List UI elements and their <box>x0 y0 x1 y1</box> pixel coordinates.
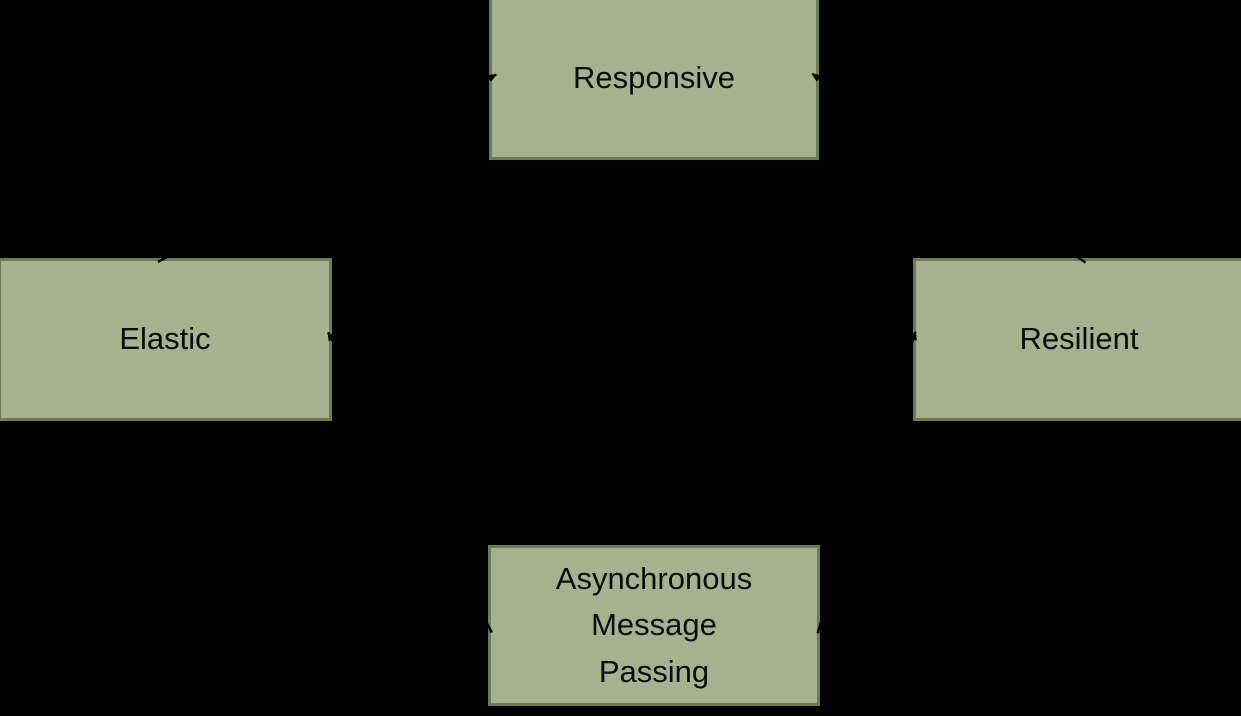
node-label-responsive: Responsive <box>573 60 735 96</box>
arrow-message-passing-to-elastic <box>327 331 493 634</box>
node-resilient: Resilient <box>913 258 1241 421</box>
node-label-message-passing: Asynchronous Message Passing <box>555 560 753 689</box>
node-label-resilient: Resilient <box>1019 321 1139 357</box>
node-label-elastic: Elastic <box>119 321 211 357</box>
arrow-resilient-to-responsive <box>811 72 1087 264</box>
node-responsive: Responsive <box>489 0 819 160</box>
arrow-message-passing-to-resilient <box>816 330 917 634</box>
node-elastic: Elastic <box>0 258 332 421</box>
arrow-elastic-to-responsive <box>157 73 497 263</box>
node-message-passing: Asynchronous Message Passing <box>488 545 820 706</box>
